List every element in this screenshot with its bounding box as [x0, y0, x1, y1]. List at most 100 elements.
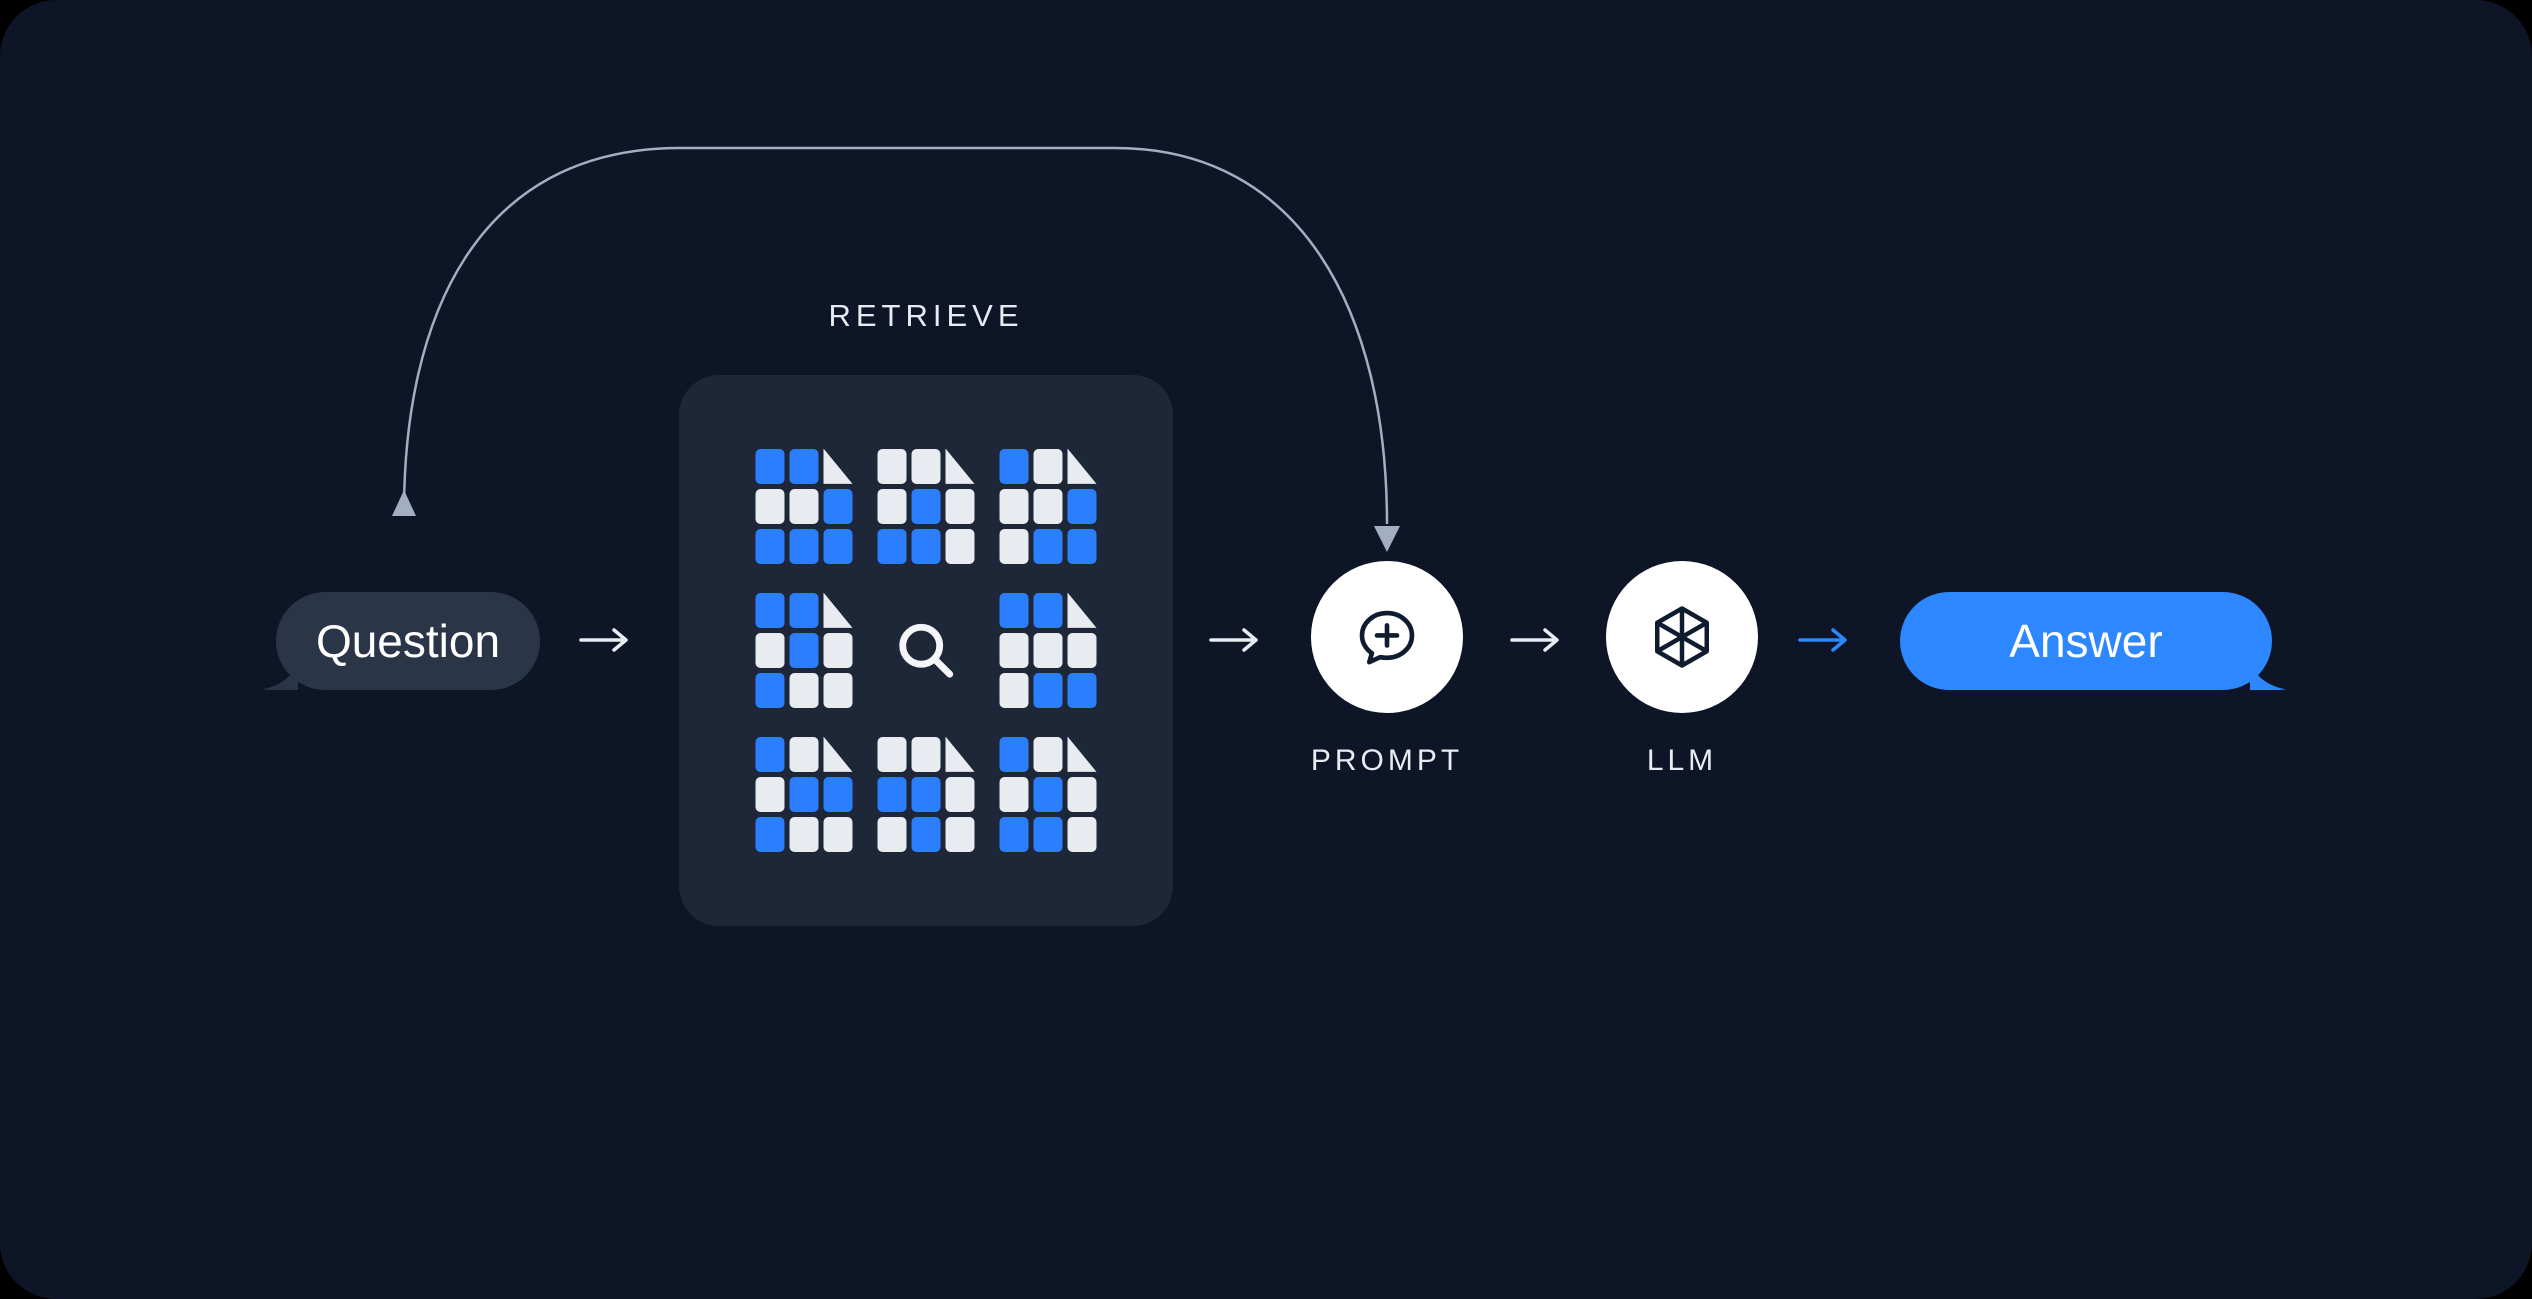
- doc-cell: [911, 529, 941, 565]
- doc-cell: [999, 776, 1029, 813]
- folded-corner: [824, 449, 853, 484]
- folded-corner: [946, 737, 975, 772]
- doc-cell: [945, 776, 975, 813]
- doc-cell: [823, 632, 853, 669]
- doc-cell: [999, 488, 1029, 525]
- document-grid: [755, 448, 1097, 853]
- doc-cell: [877, 529, 907, 565]
- doc-cell: [789, 817, 819, 853]
- document-icon: [755, 592, 853, 709]
- doc-cell: [1033, 488, 1063, 525]
- doc-cell: [755, 529, 785, 565]
- doc-cell: [945, 488, 975, 525]
- doc-cell: [823, 673, 853, 709]
- folded-corner: [824, 593, 853, 628]
- cube-icon: [1655, 606, 1709, 668]
- question-bubble: Question: [261, 592, 540, 690]
- doc-cell: [789, 632, 819, 669]
- document-icon: [755, 448, 853, 565]
- document-icon: [755, 736, 853, 853]
- folded-corner: [1068, 449, 1097, 484]
- folded-corner: [824, 737, 853, 772]
- doc-cell: [945, 817, 975, 853]
- doc-cell: [789, 736, 819, 772]
- document-icon: [877, 736, 975, 853]
- bubble-tail-icon: [2250, 653, 2287, 690]
- folded-corner: [1068, 737, 1097, 772]
- arrow-right-icon: [1209, 628, 1258, 652]
- document-icon: [999, 448, 1097, 565]
- document-icon: [999, 736, 1097, 853]
- bubble-tail-icon: [261, 653, 298, 690]
- prompt-node: [1311, 561, 1463, 713]
- doc-cell: [1033, 529, 1063, 565]
- doc-cell: [755, 488, 785, 525]
- doc-cell: [1033, 817, 1063, 853]
- doc-cell: [1067, 673, 1097, 709]
- search-icon: [878, 593, 975, 709]
- speech-bubble-plus-icon: [1359, 610, 1415, 665]
- document-icon: [999, 592, 1097, 709]
- doc-cell: [755, 592, 785, 628]
- doc-cell: [1033, 776, 1063, 813]
- doc-cell: [877, 817, 907, 853]
- doc-cell: [755, 817, 785, 853]
- doc-cell: [823, 488, 853, 525]
- doc-cell: [1067, 632, 1097, 669]
- folded-corner: [1068, 593, 1097, 628]
- doc-cell: [1033, 592, 1063, 628]
- doc-cell: [1067, 529, 1097, 565]
- doc-cell: [755, 448, 785, 484]
- doc-cell: [877, 776, 907, 813]
- retrieve-panel: [679, 375, 1173, 926]
- doc-cell: [1033, 632, 1063, 669]
- doc-cell: [877, 488, 907, 525]
- doc-cell: [789, 673, 819, 709]
- llm-label: LLM: [1646, 744, 1718, 777]
- doc-cell: [823, 817, 853, 853]
- doc-cell: [911, 736, 941, 772]
- doc-cell: [789, 776, 819, 813]
- doc-cell: [999, 448, 1029, 484]
- document-icon: [877, 448, 975, 565]
- doc-cell: [789, 488, 819, 525]
- arrow-right-icon: [1510, 628, 1559, 652]
- llm-node: [1606, 561, 1758, 713]
- folded-corner: [946, 449, 975, 484]
- doc-cell: [999, 529, 1029, 565]
- doc-cell: [755, 632, 785, 669]
- retrieve-label: RETRIEVE: [828, 298, 1024, 333]
- doc-cell: [755, 736, 785, 772]
- doc-cell: [999, 632, 1029, 669]
- doc-cell: [1067, 776, 1097, 813]
- prompt-label: PROMPT: [1310, 744, 1464, 777]
- arrow-right-icon: [579, 628, 628, 652]
- doc-cell: [877, 448, 907, 484]
- doc-cell: [823, 529, 853, 565]
- doc-cell: [999, 736, 1029, 772]
- doc-cell: [755, 776, 785, 813]
- doc-cell: [877, 736, 907, 772]
- doc-cell: [911, 817, 941, 853]
- doc-cell: [1067, 488, 1097, 525]
- doc-cell: [945, 529, 975, 565]
- question-label: Question: [315, 615, 501, 667]
- doc-cell: [789, 592, 819, 628]
- doc-cell: [999, 817, 1029, 853]
- doc-cell: [1033, 673, 1063, 709]
- doc-cell: [911, 776, 941, 813]
- doc-cell: [999, 592, 1029, 628]
- doc-cell: [999, 673, 1029, 709]
- doc-cell: [1033, 736, 1063, 772]
- doc-cell: [789, 529, 819, 565]
- doc-cell: [911, 448, 941, 484]
- arrow-right-icon: [1798, 628, 1847, 652]
- doc-cell: [911, 488, 941, 525]
- answer-bubble: Answer: [1900, 592, 2287, 690]
- doc-cell: [789, 448, 819, 484]
- doc-cell: [755, 673, 785, 709]
- doc-cell: [1033, 448, 1063, 484]
- answer-label: Answer: [2009, 615, 2163, 667]
- doc-cell: [1067, 817, 1097, 853]
